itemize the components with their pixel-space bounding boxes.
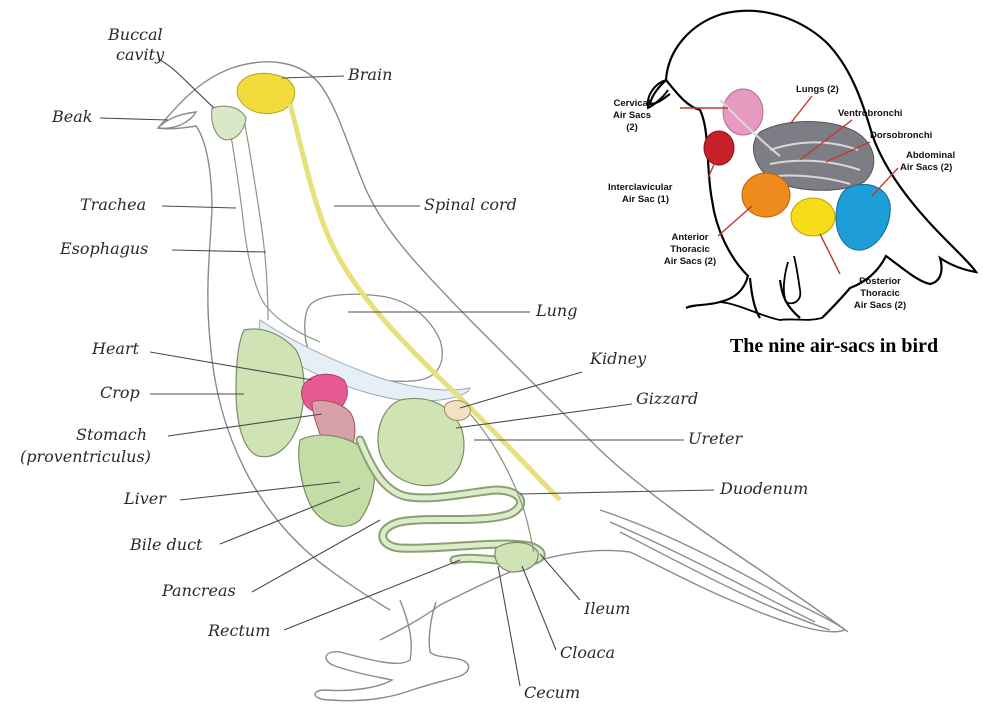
pigeon-anatomy-diagram: Buccal cavity Brain Beak Trachea Spinal … [20,25,848,702]
label-crop: Crop [100,383,140,402]
inset-label-abdominal-2: Air Sacs (2) [900,162,952,173]
label-trachea: Trachea [80,195,146,214]
inset-label-abdominal: Abdominal [906,150,955,161]
label-gizzard: Gizzard [636,389,698,408]
inset-caption: The nine air-sacs in bird [730,335,938,357]
crop [236,329,304,457]
ureter [470,414,534,552]
label-buccal-cavity-2: cavity [116,45,165,64]
inset-label-interclavicular: Interclavicular [608,182,673,193]
buccal-cavity [212,106,246,140]
abdominal-air-sac [836,185,890,251]
label-pancreas: Pancreas [161,581,236,600]
inset-label-cervical-3: (2) [626,122,638,133]
anterior-thoracic-air-sac [742,173,790,217]
label-beak: Beak [51,107,92,126]
label-brain: Brain [347,65,392,84]
inset-label-ventrobronchi: Ventrobronchi [838,108,902,119]
inset-label-dorsobronchi: Dorsobronchi [870,130,932,141]
label-stomach: Stomach [76,425,147,444]
trachea [228,120,320,342]
label-stomach-2: (proventriculus) [20,447,151,466]
label-ureter: Ureter [688,429,744,448]
label-bile-duct: Bile duct [129,535,203,554]
kidney [444,401,470,421]
inset-label-cervical: Cervical [614,98,651,109]
inset-label-anterior: Anterior [672,232,709,243]
label-rectum: Rectum [207,621,270,640]
inset-feet [720,256,822,320]
inset-label-anterior-2: Thoracic [670,244,710,255]
brain [237,73,295,113]
label-liver: Liver [123,489,167,508]
label-cloaca: Cloaca [560,643,615,662]
tail-feathers [600,510,848,632]
inset-label-posterior-3: Air Sacs (2) [854,300,906,311]
label-spinal-cord: Spinal cord [424,195,517,214]
inset-label-interclavicular-2: Air Sac (1) [622,194,669,205]
label-buccal-cavity: Buccal [107,25,163,44]
label-lung: Lung [535,301,577,320]
legs-feet [315,600,469,701]
posterior-thoracic-air-sac [791,198,835,236]
label-esophagus: Esophagus [59,239,148,258]
cloaca [495,542,538,572]
label-duodenum: Duodenum [719,479,808,498]
label-cecum: Cecum [524,683,580,702]
cervical-air-sac [723,89,763,135]
inset-label-cervical-2: Air Sacs [613,110,651,121]
label-heart: Heart [91,339,140,358]
inset-label-lungs: Lungs (2) [796,84,839,95]
esophagus [244,120,268,320]
label-kidney: Kidney [589,349,647,368]
label-ileum: Ileum [583,599,630,618]
inset-label-posterior: Posterior [859,276,901,287]
interclavicular-air-sac [704,131,734,165]
inset-label-anterior-3: Air Sacs (2) [664,256,716,267]
inset-label-posterior-2: Thoracic [860,288,900,299]
air-sacs-inset: Lungs (2) Cervical Air Sacs (2) Ventrobr… [608,11,976,357]
